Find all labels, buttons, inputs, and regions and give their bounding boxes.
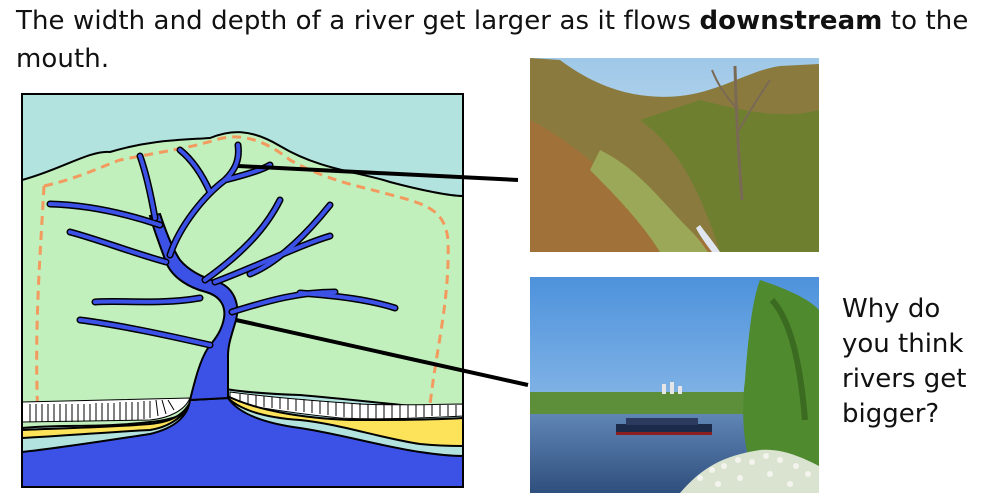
upstream-photo bbox=[530, 58, 819, 252]
river-main-channel bbox=[148, 212, 239, 402]
diagram-border bbox=[21, 93, 464, 488]
sea bbox=[22, 396, 463, 487]
pointer-line-downstream bbox=[235, 318, 529, 387]
tributaries bbox=[48, 143, 397, 347]
pointer-line-upstream bbox=[237, 164, 519, 182]
basin-drawing bbox=[22, 94, 463, 487]
beach-right bbox=[224, 394, 463, 447]
hatch-marks bbox=[29, 394, 457, 422]
watershed-line bbox=[35, 135, 450, 419]
heading: The width and depth of a river get large… bbox=[16, 6, 969, 74]
question-text: Why do you think rivers get bigger? bbox=[842, 294, 967, 429]
heading-bold-word: downstream bbox=[699, 6, 883, 36]
downstream-photo bbox=[530, 277, 819, 493]
